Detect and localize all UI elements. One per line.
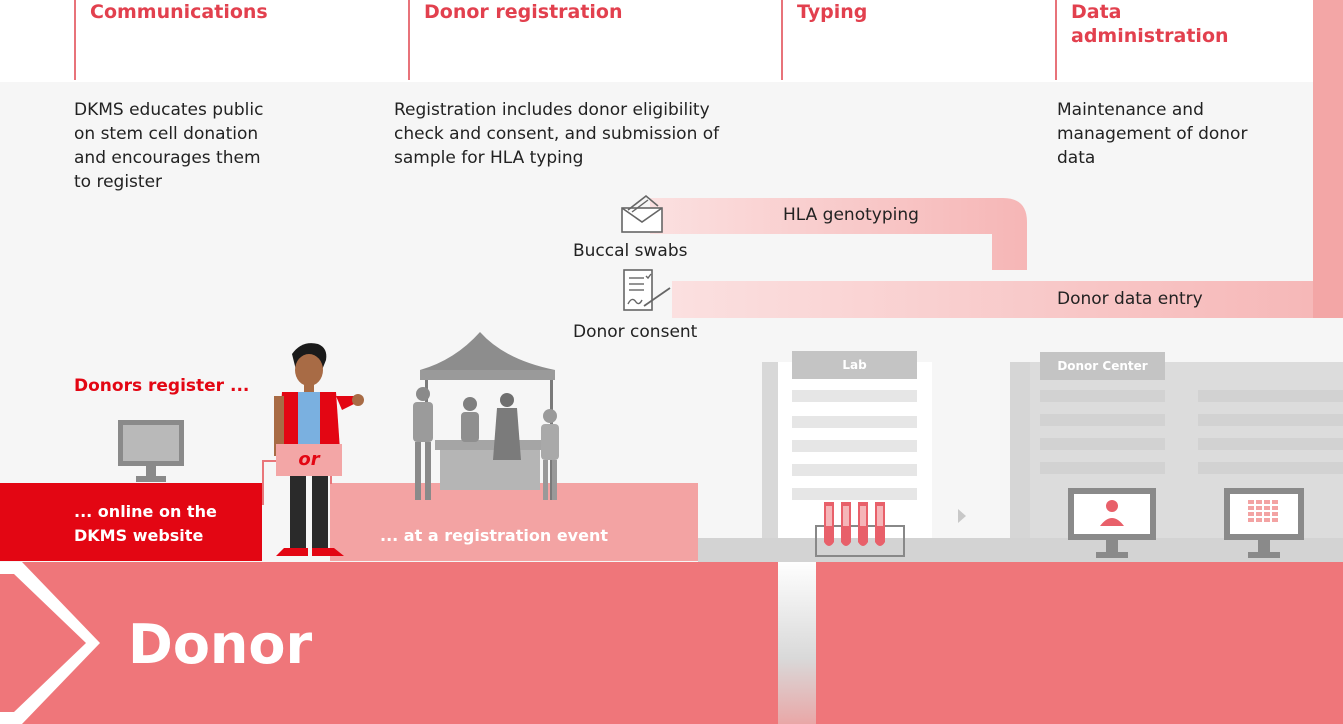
donor-banner-right <box>816 562 1343 724</box>
donor-consent-label: Donor consent <box>573 322 698 342</box>
donor-center-window-row <box>1198 438 1343 450</box>
online-registration-block <box>0 483 262 561</box>
phase-heading-communications: Communications <box>74 0 390 80</box>
computer-monitor-icon <box>118 420 184 482</box>
phase-heading-typing: Typing <box>781 0 1017 80</box>
registration-event-block <box>330 483 698 561</box>
buccal-swabs-label: Buccal swabs <box>573 241 688 261</box>
donor-center-window-row <box>1198 462 1343 474</box>
donor-registration-description: Registration includes donor eligibility … <box>394 100 720 168</box>
donor-banner-left <box>0 562 778 724</box>
online-registration-label: ... online on the DKMS website <box>74 502 217 545</box>
lab-building-side <box>762 362 778 538</box>
or-label: or <box>298 449 320 470</box>
grid-screen-icon <box>1224 488 1304 558</box>
person-screen-icon <box>1068 488 1156 558</box>
envelope-swab-icon <box>621 194 663 233</box>
communications-description: DKMS educates public on stem cell donati… <box>74 100 264 192</box>
lab-window-row <box>792 390 917 402</box>
data-administration-description: Maintenance and management of donor data <box>1057 100 1248 168</box>
lab-sign-label: Lab <box>842 358 867 372</box>
hla-genotyping-label: HLA genotyping <box>783 205 919 225</box>
donor-center-window-row <box>1198 390 1343 402</box>
consent-document-icon <box>623 269 671 311</box>
phase-heading-donor-registration: Donor registration <box>408 0 754 80</box>
donor-center-sign: Donor Center <box>1040 352 1165 380</box>
lab-window-row <box>792 488 917 500</box>
phase-title: Typing <box>797 1 868 23</box>
connector-line <box>262 460 264 505</box>
donor-center-window-row <box>1040 438 1165 450</box>
ground-strip <box>698 538 1343 562</box>
lab-window-row <box>792 416 917 428</box>
or-label-box: or <box>276 444 342 476</box>
donor-banner-title: Donor <box>128 613 313 676</box>
test-tubes-icon <box>815 502 905 557</box>
lab-window-row <box>792 464 917 476</box>
registration-event-illustration <box>413 332 559 500</box>
donor-center-window-row <box>1040 390 1165 402</box>
arrow-right-icon <box>958 509 966 523</box>
phase-heading-data-administration: Data administration <box>1055 0 1271 80</box>
donor-center-sign-label: Donor Center <box>1057 359 1148 373</box>
phase-title: Donor registration <box>424 1 623 23</box>
donor-center-window-row <box>1040 462 1165 474</box>
donor-center-window-row <box>1040 414 1165 426</box>
chevron-arrow-icon <box>0 562 100 724</box>
phase-title: Communications <box>90 1 268 23</box>
donor-center-window-row <box>1198 414 1343 426</box>
event-registration-label: ... at a registration event <box>380 526 608 545</box>
phase-title: Data administration <box>1071 1 1229 47</box>
donor-data-entry-label: Donor data entry <box>1057 289 1203 309</box>
lab-sign: Lab <box>792 351 917 379</box>
lab-window-row <box>792 440 917 452</box>
donors-register-heading: Donors register ... <box>74 376 250 396</box>
